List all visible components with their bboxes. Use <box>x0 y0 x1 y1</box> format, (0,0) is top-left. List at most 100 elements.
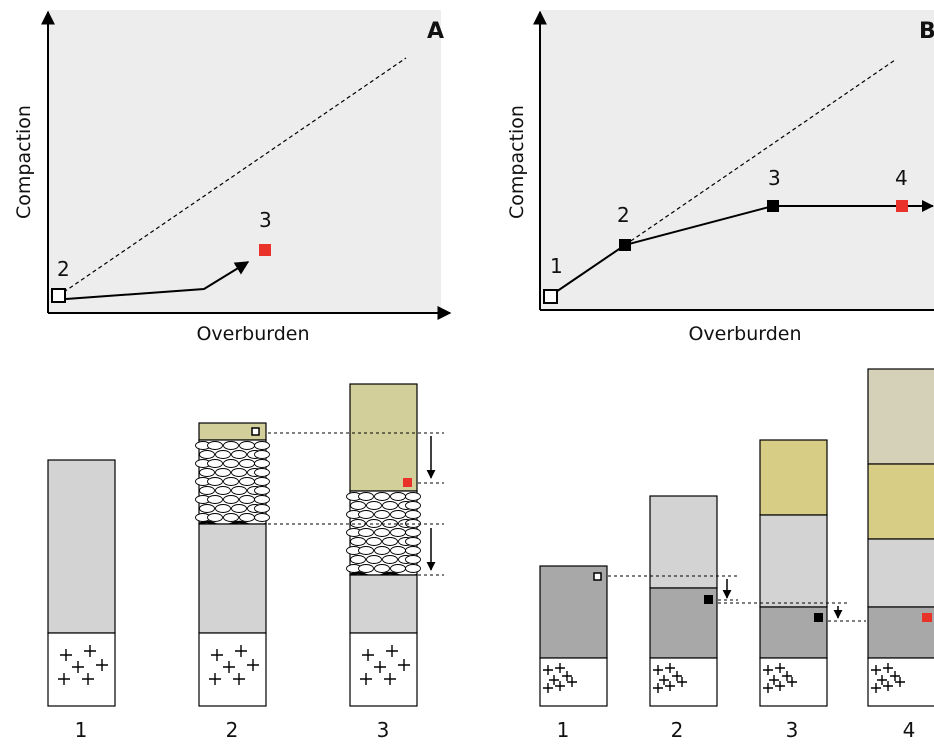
grain-cell <box>374 564 390 573</box>
sediment-layer <box>867 538 934 608</box>
grain-cell <box>239 441 255 450</box>
column-a-1 <box>47 459 116 707</box>
column-a-2 <box>195 422 270 707</box>
panel-a-columns: 1 2 3 <box>47 383 444 742</box>
grain-cell <box>199 468 215 477</box>
new-sediment-layer <box>759 439 828 516</box>
cross-mark <box>384 673 396 685</box>
cross-mark <box>871 665 881 675</box>
grain-cell <box>405 501 421 510</box>
y-axis-title-a: Compaction <box>13 105 35 219</box>
cross-mark <box>398 659 410 671</box>
basement-crosses <box>58 645 108 685</box>
grain-cell <box>390 510 406 519</box>
cross-mark <box>763 683 773 693</box>
grain-cell <box>254 513 270 522</box>
grain-cell <box>254 441 270 450</box>
grain-cell <box>231 450 247 459</box>
cross-mark <box>871 683 881 693</box>
basement-block <box>47 632 116 707</box>
grain-cell <box>239 495 255 504</box>
point-label-b-2: 2 <box>617 203 630 227</box>
grain-cell <box>254 450 270 459</box>
point-label-b-1: 1 <box>550 254 563 278</box>
cross-mark <box>360 673 372 685</box>
grain-cell <box>254 495 270 504</box>
grain-cell <box>405 564 421 573</box>
black-square-marker <box>704 595 713 604</box>
grain-cell <box>405 528 421 537</box>
panel-b-columns: 1 2 3 4 <box>539 368 934 742</box>
cross-mark <box>562 671 572 681</box>
black-square-marker <box>814 613 823 622</box>
cross-mark <box>665 681 675 691</box>
new-sediment-layer <box>867 463 934 540</box>
grain-cell <box>405 492 421 501</box>
sediment-layer <box>198 523 267 634</box>
cross-mark <box>233 673 245 685</box>
grain-cell <box>390 528 406 537</box>
cross-mark <box>549 675 559 685</box>
black-square-marker-b-2 <box>619 239 631 251</box>
column-label-b-1: 1 <box>557 718 570 742</box>
cross-mark <box>235 645 247 657</box>
grain-cell <box>254 504 270 513</box>
basement-crosses <box>543 663 577 693</box>
basement-block <box>198 632 267 707</box>
grain-cell <box>366 501 382 510</box>
grain-cell <box>199 486 215 495</box>
grain-cell <box>358 510 374 519</box>
column-b-2 <box>649 495 718 707</box>
grain-cell <box>215 450 231 459</box>
grain-cell <box>215 468 231 477</box>
cross-mark <box>247 659 259 671</box>
sediment-layer <box>649 495 718 589</box>
grain-cell <box>207 441 223 450</box>
grain-cell <box>207 459 223 468</box>
grain-cell <box>366 555 382 564</box>
grain-cell <box>239 513 255 522</box>
sediment-layer <box>47 459 116 634</box>
cross-mark <box>890 671 900 681</box>
cross-mark <box>211 649 223 661</box>
grain-cell <box>382 537 398 546</box>
point-label-b-4: 4 <box>895 166 908 190</box>
cross-mark <box>223 661 235 673</box>
column-b-3 <box>759 439 828 707</box>
cross-mark <box>72 661 84 673</box>
grain-cell <box>199 450 215 459</box>
cross-mark <box>58 673 70 685</box>
cross-mark <box>653 683 663 693</box>
newest-sediment-layer <box>867 368 934 465</box>
column-label-a-2: 2 <box>226 718 239 742</box>
cross-mark <box>543 665 553 675</box>
basement-crosses <box>209 645 259 685</box>
column-label-b-3: 3 <box>786 718 799 742</box>
open-square-marker <box>593 572 602 581</box>
cross-mark <box>895 677 905 687</box>
basement-block <box>349 632 418 707</box>
cross-mark <box>567 677 577 687</box>
grain-cell <box>374 528 390 537</box>
open-square-marker <box>251 427 260 436</box>
cross-mark <box>672 671 682 681</box>
grain-cell <box>358 564 374 573</box>
grain-cell <box>405 546 421 555</box>
plot-area-a <box>48 10 441 313</box>
reference-dashed-line-a <box>57 57 407 297</box>
red-square-marker-b-4 <box>896 200 908 212</box>
sediment-layer <box>759 514 828 608</box>
cross-mark <box>775 681 785 691</box>
grain-cell <box>223 441 239 450</box>
column-label-b-2: 2 <box>671 718 684 742</box>
cross-mark <box>877 675 887 685</box>
grain-cell <box>374 492 390 501</box>
compaction-path-a <box>65 261 250 300</box>
cross-mark <box>782 671 792 681</box>
cross-mark <box>883 663 893 673</box>
new-sediment-layer <box>349 383 418 492</box>
grain-cell <box>223 459 239 468</box>
column-b-1 <box>539 565 608 707</box>
panel-a-plot: 2 3 A Overburden Compaction <box>13 10 452 345</box>
compaction-path-b <box>549 205 933 297</box>
